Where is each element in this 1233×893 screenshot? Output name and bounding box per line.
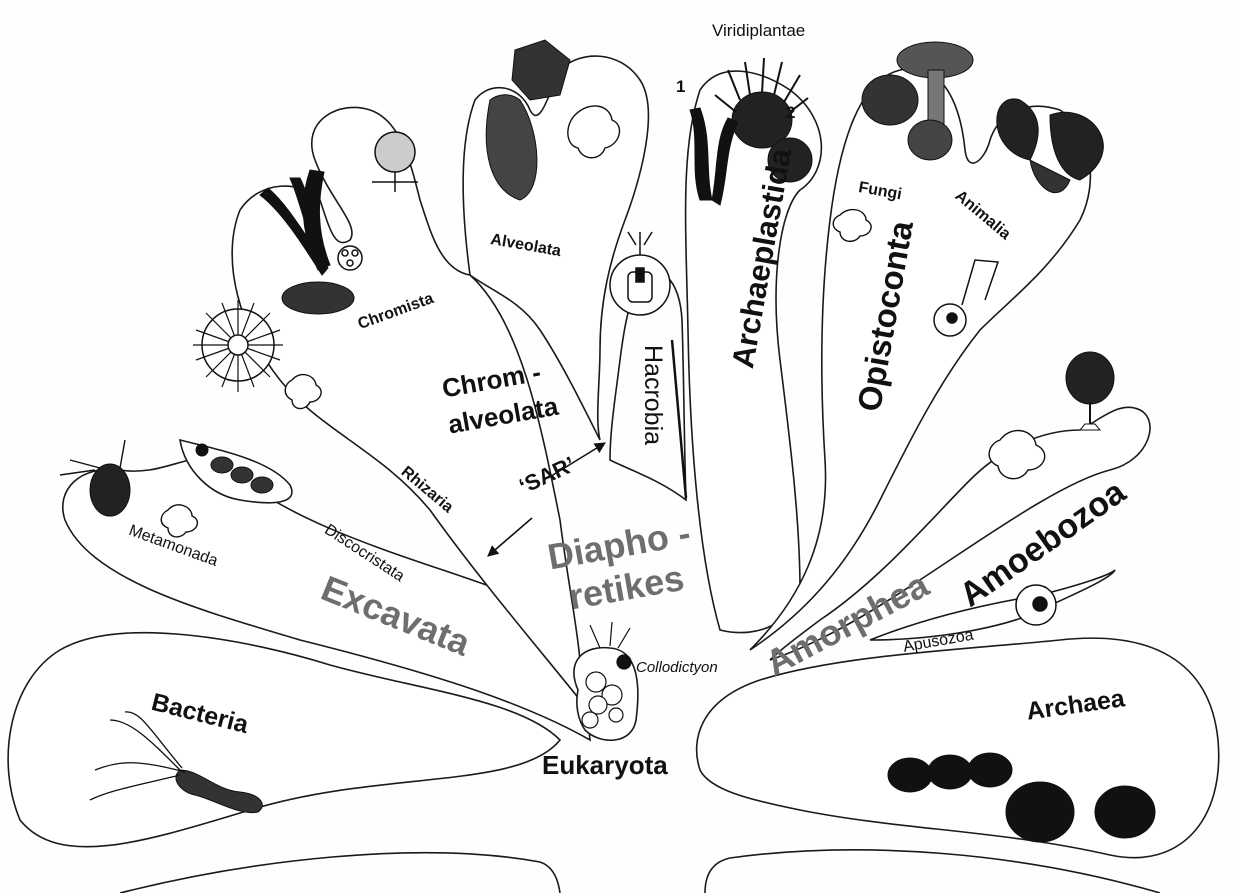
diatom-icon [282,282,354,314]
radiolarian-icon [193,300,283,392]
label-eukaryota: Eukaryota [542,752,668,778]
apusozoa-cell-icon [1016,585,1056,625]
label-collodictyon: Collodictyon [636,660,718,675]
bottom-right-curve [705,850,1160,893]
dinoflagellate-icon [512,40,570,100]
label-num-2: 2 [786,104,795,121]
label-num-1: 1 [676,78,685,95]
label-hacrobia: Hacrobia [640,345,665,445]
label-viridiplantae: Viridiplantae [712,22,805,39]
coccolith-icon [338,246,362,270]
bottom-left-curve [120,853,560,893]
hacrobia-cell-icon [610,232,670,315]
